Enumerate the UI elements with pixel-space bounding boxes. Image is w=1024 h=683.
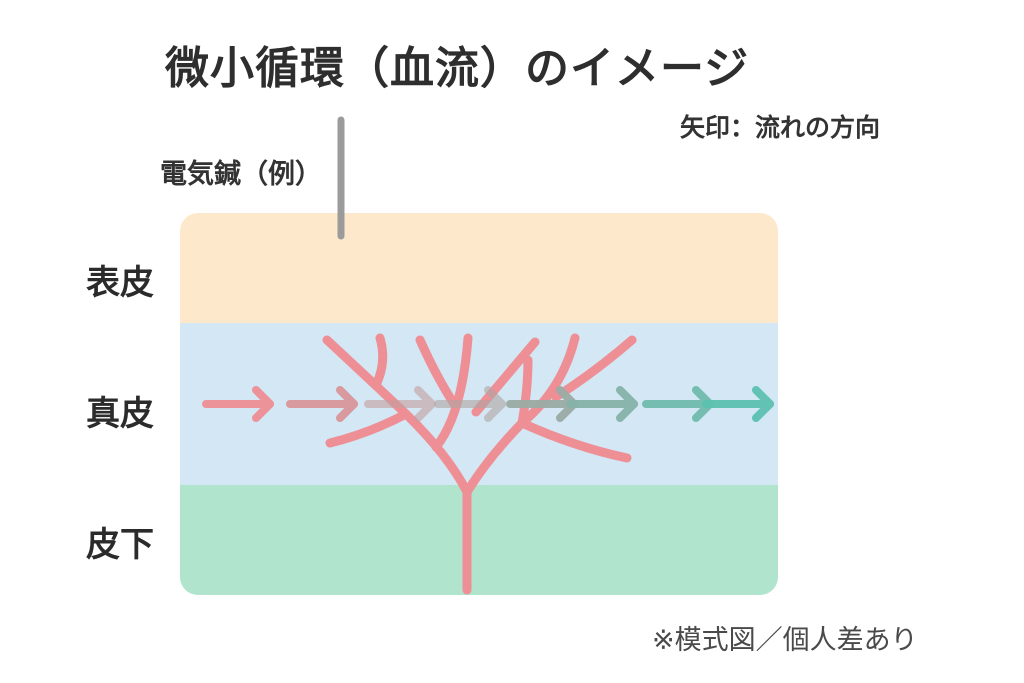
layer-label-subcutis: 皮下 <box>86 525 154 565</box>
vessel-right-branch <box>517 333 580 428</box>
epidermis-layer <box>180 213 778 323</box>
flow-arrow-icon <box>702 386 774 422</box>
vessel-left-main <box>401 409 472 497</box>
arrow-legend-note: 矢印：流れの方向 <box>680 113 881 142</box>
page-title: 微小循環（血流）のイメージ <box>165 43 750 94</box>
needle-label: 電気鍼（例） <box>160 159 322 190</box>
flow-arrow-icon <box>364 386 436 422</box>
vessel-right-low <box>517 418 632 463</box>
subcutis-layer <box>180 485 778 595</box>
flow-arrows <box>202 386 774 422</box>
vessel-mid-left-twig <box>415 335 459 409</box>
flow-arrow-icon <box>566 386 638 422</box>
flow-arrow-icon <box>434 386 506 422</box>
vessel-left-fork <box>371 333 388 390</box>
flow-arrow-icon <box>286 386 358 422</box>
footnote: ※模式図／個人差あり <box>652 625 918 656</box>
layer-label-dermis: 真皮 <box>86 394 154 434</box>
vessel-left-low <box>325 409 411 448</box>
flow-arrow-icon <box>202 386 274 422</box>
vessel-right-main <box>462 418 527 497</box>
layer-label-epidermis: 表皮 <box>86 263 154 303</box>
blood-vessel-icon <box>322 333 637 595</box>
